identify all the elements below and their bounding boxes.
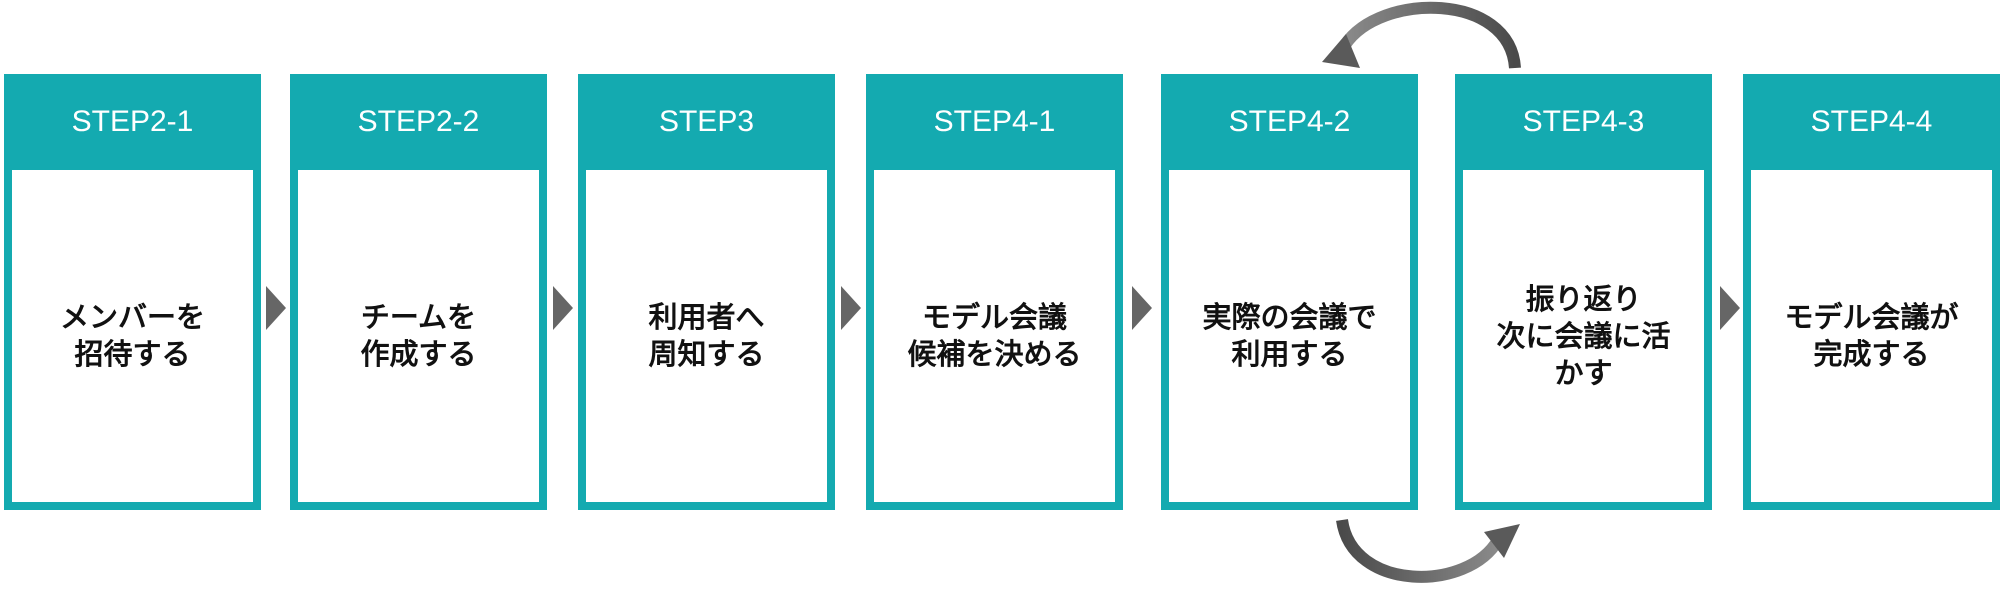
chevron-right-icon (1132, 286, 1152, 330)
step-card-4-3: STEP4-3 振り返り 次に会議に活 かす (1455, 74, 1712, 510)
step-text-line: メンバーを (59, 300, 205, 334)
step-card-3: STEP3 利用者へ 周知する (578, 74, 835, 510)
step-card-2-2: STEP2-2 チームを 作成する (290, 74, 547, 510)
step-description: 振り返り 次に会議に活 かす (1463, 170, 1704, 502)
step-text-line: チームを (360, 300, 477, 334)
step-label: STEP3 (658, 105, 755, 138)
step-text-line: かす (1554, 355, 1613, 390)
step-description: 実際の会議で 利用する (1169, 170, 1410, 502)
loop-back-arrow-icon (1322, 1, 1521, 69)
step-label: STEP2-1 (71, 105, 194, 138)
step-card-4-2: STEP4-2 実際の会議で 利用する (1161, 74, 1418, 510)
step-text-line: 振り返り (1525, 281, 1642, 316)
step-text-line: 次に会議に活 (1496, 318, 1671, 353)
step-text-line: モデル会議 (921, 300, 1067, 334)
step-description: 利用者へ 周知する (586, 170, 827, 502)
step-text-line: 作成する (360, 337, 477, 371)
chevron-right-icon (266, 286, 286, 330)
step-text-line: 招待する (74, 337, 191, 371)
step-text-line: 周知する (648, 337, 765, 371)
step-label: STEP4-2 (1228, 105, 1351, 138)
step-description: モデル会議 候補を決める (874, 170, 1115, 502)
step-description: チームを 作成する (298, 170, 539, 502)
step-description: メンバーを 招待する (12, 170, 253, 502)
loop-forward-arrow-icon (1336, 518, 1520, 583)
step-label: STEP4-1 (933, 105, 1056, 138)
step-label: STEP2-2 (357, 105, 480, 138)
step-description: モデル会議が 完成する (1751, 170, 1992, 502)
step-card-4-1: STEP4-1 モデル会議 候補を決める (866, 74, 1123, 510)
chevron-right-icon (1720, 286, 1740, 330)
step-label: STEP4-3 (1522, 105, 1645, 138)
step-text-line: 利用する (1231, 337, 1348, 371)
step-text-line: 実際の会議で (1202, 300, 1377, 334)
step-card-2-1: STEP2-1 メンバーを 招待する (4, 74, 261, 510)
step-text-line: 完成する (1813, 337, 1930, 371)
chevron-right-icon (553, 286, 573, 330)
step-label: STEP4-4 (1810, 105, 1933, 138)
step-text-line: モデル会議が (1784, 300, 1959, 334)
step-text-line: 利用者へ (648, 300, 765, 334)
chevron-right-icon (841, 286, 861, 330)
step-text-line: 候補を決める (907, 337, 1082, 371)
step-card-4-4: STEP4-4 モデル会議が 完成する (1743, 74, 2000, 510)
